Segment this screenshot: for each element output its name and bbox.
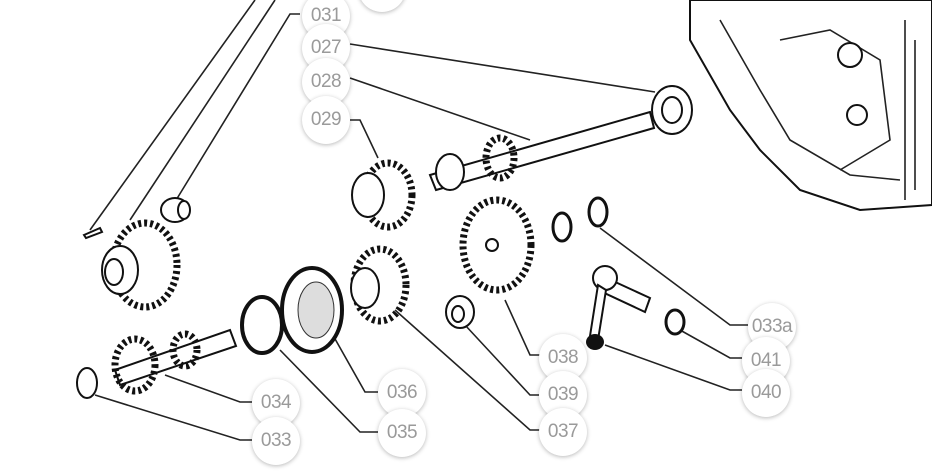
main-shaft-028 xyxy=(428,110,656,192)
leader-lines xyxy=(89,0,748,441)
gearbox-housing xyxy=(689,0,932,212)
gear-cluster-left xyxy=(101,219,181,311)
gear-029 xyxy=(351,159,416,231)
callout-036[interactable]: 036 xyxy=(378,369,426,417)
washers-033a xyxy=(551,196,609,243)
callout-028[interactable]: 028 xyxy=(302,58,350,106)
callout-029[interactable]: 029 xyxy=(302,96,350,144)
selector-lever-040 xyxy=(586,265,652,350)
bearing-027 xyxy=(651,85,693,135)
callout-033[interactable]: 033 xyxy=(252,417,300,465)
layshaft-034 xyxy=(111,328,238,395)
callout-035[interactable]: 035 xyxy=(378,409,426,457)
bearing-036 xyxy=(280,266,344,354)
pin-and-bush xyxy=(82,197,191,240)
circlip-035 xyxy=(240,295,284,355)
gear-038 xyxy=(459,196,535,294)
bush-039 xyxy=(445,295,475,329)
washer-033 xyxy=(76,367,98,399)
gear-037 xyxy=(350,245,410,325)
callout-040[interactable]: 040 xyxy=(742,369,790,417)
callout-037[interactable]: 037 xyxy=(539,408,587,456)
washer-041 xyxy=(664,308,686,336)
